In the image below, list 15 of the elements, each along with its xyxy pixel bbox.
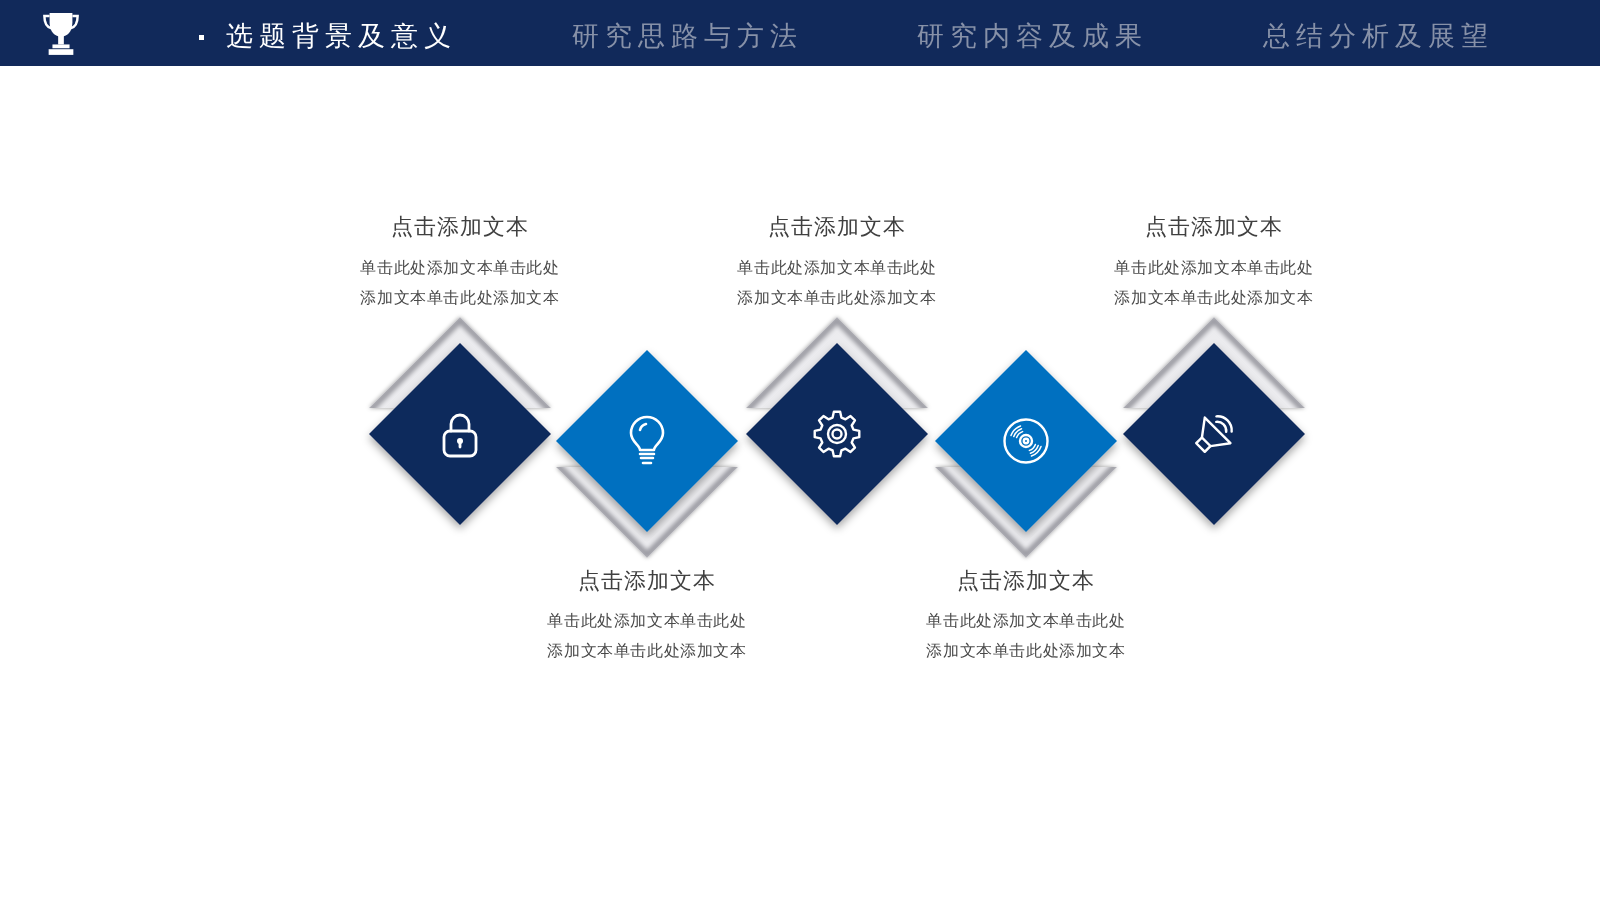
heading: 点击添加文本 — [1145, 213, 1283, 241]
active-nav-label: 选题背景及意义 — [225, 20, 457, 53]
nav-label: 总结分析及展望 — [1262, 20, 1494, 53]
heading: 点击添加文本 — [578, 567, 716, 595]
nav-label: 研究思路与方法 — [571, 20, 803, 53]
heading: 点击添加文本 — [391, 213, 529, 241]
body-text: 单击此处添加文本单击此处添加文本单击此处添加文本 — [546, 611, 748, 661]
heading: 点击添加文本 — [768, 213, 906, 241]
body-text: 单击此处添加文本单击此处添加文本单击此处添加文本 — [359, 258, 561, 308]
body-text: 单击此处添加文本单击此处添加文本单击此处添加文本 — [925, 611, 1127, 661]
nav-label: 研究内容及成果 — [916, 20, 1148, 53]
heading: 点击添加文本 — [957, 567, 1095, 595]
body-text: 单击此处添加文本单击此处添加文本单击此处添加文本 — [736, 258, 938, 308]
body-text: 单击此处添加文本单击此处添加文本单击此处添加文本 — [1113, 258, 1315, 308]
nav-bar — [0, 0, 1600, 66]
